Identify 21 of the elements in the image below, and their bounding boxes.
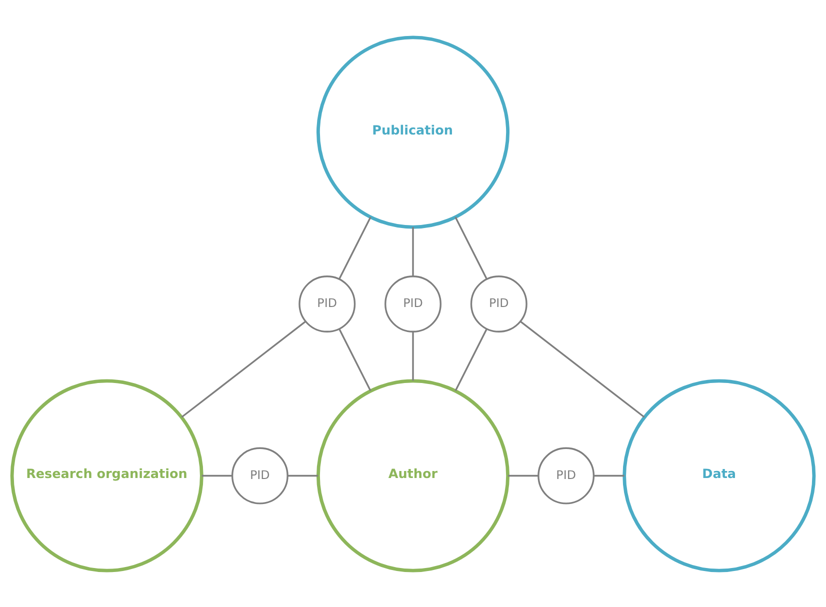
- node-circle: PID: [470, 275, 528, 332]
- connector: [594, 474, 624, 476]
- connector: [412, 331, 414, 380]
- connector: [454, 328, 488, 391]
- node-circle: PID: [298, 275, 356, 332]
- node-circle: PID: [538, 446, 595, 504]
- node-circle: Research organization: [10, 378, 204, 572]
- connector: [508, 474, 538, 476]
- connector: [338, 216, 372, 279]
- connector: [338, 328, 372, 391]
- connector: [520, 320, 645, 418]
- node-circle: Data: [622, 378, 816, 572]
- connector: [202, 474, 232, 476]
- connector: [412, 226, 414, 276]
- node-circle: PID: [384, 275, 442, 332]
- connector: [454, 216, 488, 279]
- connector: [288, 474, 318, 476]
- node-circle: PID: [231, 446, 288, 504]
- node-circle: Publication: [316, 35, 510, 228]
- connector: [181, 320, 306, 418]
- node-circle: Author: [316, 378, 510, 572]
